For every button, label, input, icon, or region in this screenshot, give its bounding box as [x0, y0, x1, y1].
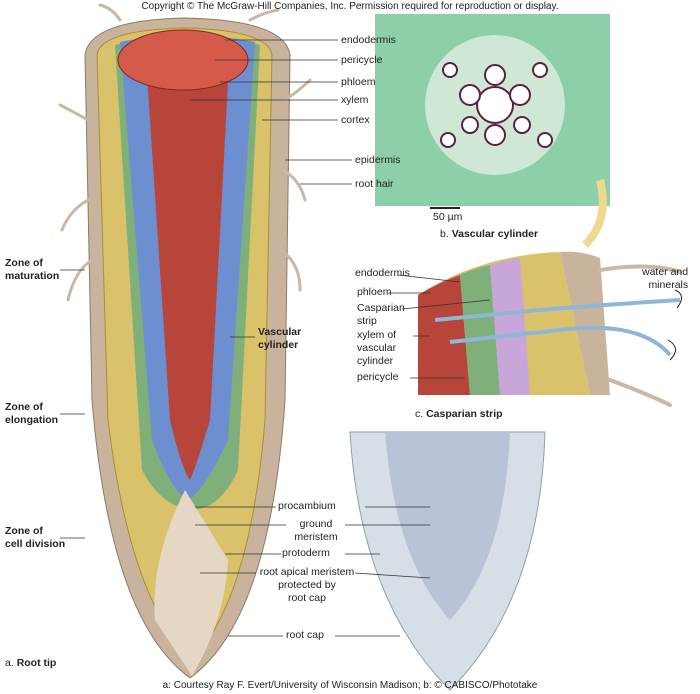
label-root-hair: root hair [355, 178, 394, 190]
label-xylem: xylem [341, 94, 369, 106]
casp-label-phloem: phloem [357, 286, 392, 298]
arrow-icon [582, 179, 607, 248]
caption-a: a. Root tip [5, 657, 57, 669]
root-tip-micrograph [349, 431, 546, 691]
vascular-cylinder-micrograph [375, 14, 610, 209]
root-tip-illustration [58, 3, 312, 679]
label-phloem: phloem [341, 76, 376, 88]
scale-bar-label: 50 µm [433, 211, 463, 223]
curved-arrow-icon [674, 289, 682, 309]
label-procambium: procambium [278, 500, 336, 512]
casparian-strip-illustration [418, 251, 682, 407]
copyright-notice: Copyright © The McGraw-Hill Companies, I… [141, 1, 559, 12]
label-root-cap: root cap [286, 629, 324, 641]
label-endodermis: endodermis [341, 34, 396, 46]
casp-label-endodermis: endodermis [355, 267, 410, 279]
image-credit: a: Courtesy Ray F. Evert/University of W… [162, 680, 538, 691]
label-pericycle: pericycle [341, 54, 383, 66]
casp-label-pericycle: pericycle [357, 371, 399, 383]
curved-arrow-icon [667, 339, 676, 361]
label-cortex: cortex [341, 114, 370, 126]
caption-b: b. Vascular cylinder [440, 228, 539, 240]
label-epidermis: epidermis [355, 154, 401, 166]
caption-c: c. Casparian strip [415, 408, 503, 420]
leader-lines [60, 39, 491, 637]
label-protoderm: protoderm [282, 547, 330, 559]
